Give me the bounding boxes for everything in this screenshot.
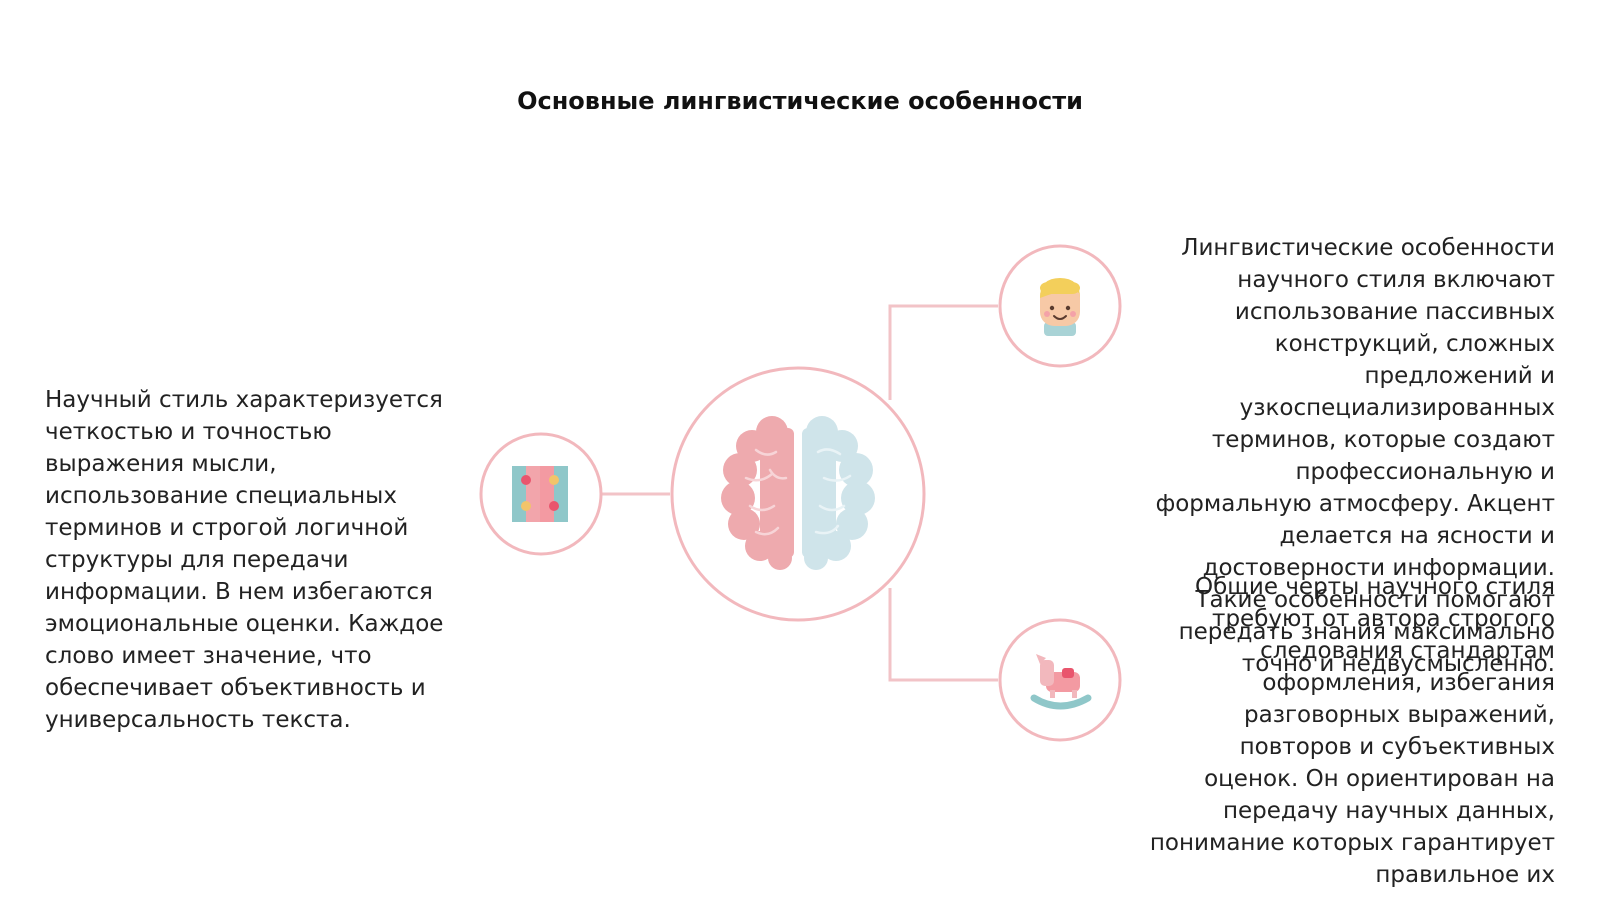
rocking-horse-node <box>998 618 1122 742</box>
child-face-icon <box>1040 278 1080 336</box>
rocking-horse-icon <box>1030 654 1092 710</box>
child-node <box>998 244 1122 368</box>
puzzle-icon <box>512 466 568 522</box>
slide-title: Основные лингвистические особенности <box>517 87 1083 115</box>
brain-icon <box>721 416 875 570</box>
connector-lines <box>600 304 998 682</box>
left-description: Научный стиль характеризуется четкостью … <box>45 387 444 733</box>
connector-bottom-right <box>888 588 998 682</box>
right-description-top: Лингвистические особенности научного сти… <box>1155 235 1555 677</box>
brain-node <box>670 366 926 622</box>
connector-top-right <box>888 304 998 400</box>
puzzle-node <box>479 432 603 556</box>
right-description-bottom: Общие черты научного стиля требуют от ав… <box>1149 574 1555 888</box>
